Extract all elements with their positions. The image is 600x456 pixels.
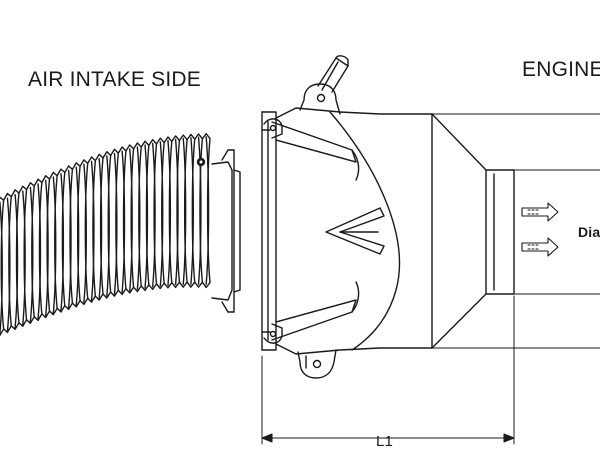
hose-rib (84, 162, 89, 299)
hose-rib (205, 136, 210, 285)
hose-rib (106, 155, 110, 297)
hose-rib (67, 169, 72, 309)
hose-rib (99, 157, 104, 295)
hose-rib (138, 146, 142, 287)
hose-rib (115, 152, 119, 291)
dimension-lines (261, 113, 600, 445)
hose-rib (31, 185, 35, 318)
internal-struts (271, 121, 360, 341)
engine-label: ENGINE (522, 58, 600, 81)
hose-rib (191, 138, 196, 283)
hose-rib (37, 183, 42, 320)
air-intake-side-label: AIR INTAKE SIDE (28, 68, 201, 91)
hose-outline (0, 133, 211, 202)
hose-rib (90, 160, 95, 301)
hose-rib (182, 137, 187, 285)
airflow-arrow-icon (521, 237, 559, 257)
hose-outline (0, 281, 211, 337)
hose-rib (129, 148, 133, 292)
hose-rib (38, 181, 43, 315)
hose-rib (197, 136, 202, 285)
hose-rib (176, 139, 181, 283)
hose-rib (190, 137, 194, 285)
center-vanes (325, 207, 385, 255)
diameter-label: Dia (578, 224, 600, 240)
hose-rib (46, 178, 51, 312)
hose-rib (22, 190, 26, 326)
hose-rib (153, 143, 158, 285)
hose-rib (136, 146, 141, 290)
filter-housing (261, 107, 515, 355)
hose-rib (206, 137, 211, 284)
hose-rib (92, 159, 97, 297)
hose-rib (0, 201, 3, 335)
length-dimension-label: L1 (376, 433, 394, 450)
hose-rib (0, 199, 5, 330)
hose-rib (98, 157, 103, 299)
hose-rib (60, 173, 65, 312)
hose-rib (14, 194, 19, 329)
airflow-arrow-icon (521, 202, 559, 222)
hose-rib (159, 141, 164, 287)
hose-rib (113, 152, 118, 295)
hose-rib (76, 165, 81, 302)
hose-rib (167, 139, 172, 286)
flexible-hose (0, 133, 211, 337)
hose-rib (144, 144, 149, 289)
hose-rib (23, 188, 28, 321)
hose-rib (75, 166, 80, 306)
hose-rib (161, 141, 165, 284)
hose-cuff (211, 149, 241, 313)
bottom-mount-tab (297, 349, 337, 379)
hose-rib (130, 148, 135, 288)
hose-rib (54, 175, 58, 310)
hose-rib (8, 196, 12, 327)
hose-rib (83, 163, 87, 304)
hose-rib (29, 186, 34, 323)
hose-rib (15, 192, 20, 324)
hose-rib (121, 150, 126, 293)
hose-rib (52, 176, 57, 314)
hose-rib (145, 144, 150, 286)
hose-rib (199, 138, 204, 283)
hose-rib (6, 197, 11, 332)
hose-rib (61, 171, 66, 307)
hose-rib (107, 154, 112, 293)
hose-rib (174, 138, 179, 286)
hose-rib (151, 142, 156, 288)
hose-rib (69, 168, 74, 304)
hose-rib (44, 179, 49, 317)
hose-rib (122, 150, 127, 290)
hose-rib (183, 139, 188, 283)
vent-nozzle (317, 55, 349, 93)
hose-rib (168, 140, 173, 284)
